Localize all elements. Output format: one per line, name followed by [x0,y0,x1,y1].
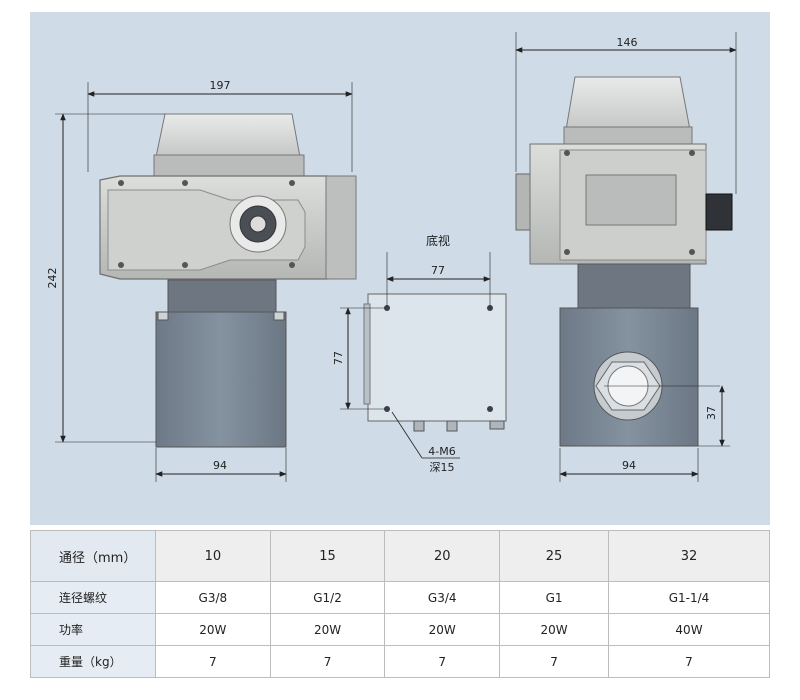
spec-cell: 20W [269,613,386,646]
spec-size: 20 [384,530,501,582]
spec-cell: G1-1/4 [608,581,770,614]
spec-cell: 7 [155,645,271,678]
spec-row-label: 功率 [30,613,156,646]
bottom-plate-edge [363,303,371,405]
dim-bottom-y: 77 [332,351,345,365]
front-block-screw-right [273,311,285,321]
side-window [585,174,677,226]
dim-side-width: 146 [617,36,638,49]
bottom-holes [384,305,493,412]
spec-cell: 7 [499,645,609,678]
front-view: 197 242 94 [46,79,357,482]
spec-cell: 20W [384,613,501,646]
side-view: 146 37 94 [515,32,737,482]
side-neck [577,263,691,315]
spec-row-label: 连径螺纹 [30,581,156,614]
spec-cell: 7 [269,645,386,678]
spec-cell: G3/8 [155,581,271,614]
front-top-cover-band [153,154,305,178]
spec-cell: 20W [499,613,609,646]
spec-row-power: 功率 20W 20W 20W 20W 40W [30,613,770,646]
bottom-plate [367,293,507,422]
spec-size: 15 [269,530,386,582]
bottom-connectors [413,420,505,432]
spec-header-label: 通径（mm） [30,530,156,582]
spec-cell: 7 [384,645,501,678]
spec-row-thread: 连径螺纹 G3/8 G1/2 G3/4 G1 G1-1/4 [30,581,770,614]
thread-leader [391,411,423,459]
spec-table: 通径（mm） 10 15 20 25 32 连径螺纹 G3/8 G1/2 G3/… [30,530,770,678]
spec-size: 25 [499,530,609,582]
thread-depth: 深15 [430,461,455,474]
side-cable-gland [705,193,733,231]
front-handwheel-hub [249,215,267,233]
spec-header-row: 通径（mm） 10 15 20 25 32 [30,530,770,582]
dim-side-port: 37 [705,406,718,420]
spec-cell: 20W [155,613,271,646]
spec-cell: G1/2 [269,581,386,614]
spec-size: 10 [155,530,271,582]
dim-front-base: 94 [213,459,227,472]
spec-row-weight: 重量（kg） 7 7 7 7 7 [30,645,770,678]
spec-cell: G3/4 [384,581,501,614]
spec-cell: G1 [499,581,609,614]
side-top-cover [565,76,691,131]
side-housing-screws [564,150,695,255]
front-top-cover [155,113,301,158]
front-housing-endcap [325,175,357,280]
front-housing-screws [118,180,295,268]
side-top-band [563,126,693,146]
dim-front-height: 242 [46,268,59,289]
technical-drawing: 197 242 94 底视 77 77 [30,12,770,525]
dim-bottom-x: 77 [431,264,445,277]
bottom-view-label: 底视 [426,233,450,248]
spec-row-label: 重量（kg） [30,645,156,678]
drawing-canvas: 197 242 94 底视 77 77 [46,32,737,482]
front-block-screw-left [157,311,169,321]
front-body-block [155,311,287,448]
dim-front-width: 197 [210,79,231,92]
thread-spec: 4-M6 [428,445,455,458]
bottom-view: 底视 77 77 4-M6 深15 [332,233,507,474]
dim-side-base: 94 [622,459,636,472]
spec-cell: 40W [608,613,770,646]
spec-cell: 7 [608,645,770,678]
spec-size: 32 [608,530,770,582]
